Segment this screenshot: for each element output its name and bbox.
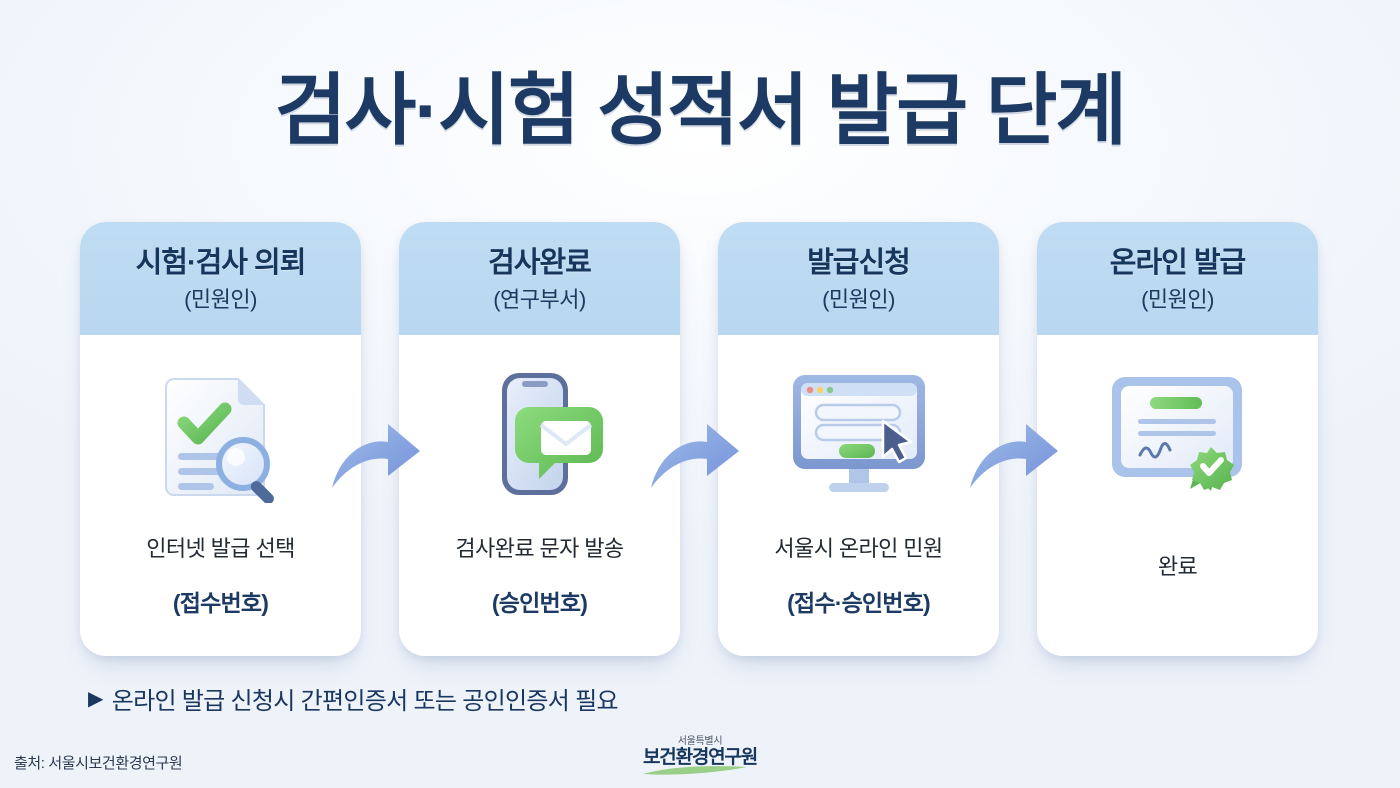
step-card-2-text: 검사완료 문자 발송 (승인번호) [399,531,680,618]
source-credit: 출처: 서울시보건환경연구원 [14,755,183,772]
smartphone-message-icon [399,335,680,531]
step-card-1-line2: (접수번호) [172,590,269,616]
page-title: 검사·시험 성적서 발급 단계 [274,66,1127,154]
step-card-4-line1: 완료 [1157,554,1198,579]
step-card-4-subtitle: (민원인) [1141,286,1214,312]
step-card-2: 검사완료 (연구부서) [399,222,680,656]
step-card-2-line2: (승인번호) [491,590,588,616]
step-card-4: 온라인 발급 (민원인) [1037,222,1318,656]
step-card-4-text: 완료 [1037,531,1318,581]
step-card-2-header: 검사완료 (연구부서) [399,222,680,335]
step-card-4-body: 완료 [1037,335,1318,656]
step-card-1-subtitle: (민원인) [184,286,257,312]
step-card-1: 시험·검사 의뢰 (민원인) [80,222,361,656]
step-card-3-text: 서울시 온라인 민원 (접수·승인번호) [718,531,999,618]
step-card-3-header: 발급신청 (민원인) [718,222,999,335]
step-card-2-line1: 검사완료 문자 발송 [455,536,624,561]
organization-logo: 서울특별시 보건환경연구원 [0,736,1400,775]
step-card-2-body: 검사완료 문자 발송 (승인번호) [399,335,680,656]
document-check-magnifier-icon [80,335,361,531]
logo-swoosh-icon [643,765,748,775]
step-card-3-line2: (접수·승인번호) [787,590,931,616]
monitor-online-form-icon [718,335,999,531]
step-card-1-text: 인터넷 발급 선택 (접수번호) [80,531,361,618]
step-card-2-subtitle: (연구부서) [493,286,586,312]
step-card-4-header: 온라인 발급 (민원인) [1037,222,1318,335]
step-card-1-line1: 인터넷 발급 선택 [146,536,295,561]
logo-top-text: 서울특별시 [677,736,723,747]
logo-main-text: 보건환경연구원 [643,747,758,768]
step-card-3-title: 발급신청 [807,247,911,280]
step-card-2-title: 검사완료 [488,247,592,280]
step-card-3-subtitle: (민원인) [822,286,895,312]
step-card-4-title: 온라인 발급 [1109,247,1246,280]
curved-arrow-right-icon [649,418,741,496]
footnote-text: 온라인 발급 신청시 간편인증서 또는 공인인증서 필요 [111,688,619,715]
curved-arrow-right-icon [968,418,1060,496]
step-card-1-title: 시험·검사 의뢰 [135,247,307,280]
curved-arrow-right-icon [330,418,422,496]
step-card-3-line1: 서울시 온라인 민원 [774,536,943,561]
step-card-3-body: 서울시 온라인 민원 (접수·승인번호) [718,335,999,656]
footnote: ▶ 온라인 발급 신청시 간편인증서 또는 공인인증서 필요 [88,681,619,716]
step-card-1-body: 인터넷 발급 선택 (접수번호) [80,335,361,656]
certificate-seal-icon [1037,335,1318,531]
step-card-3: 발급신청 (민원인) [718,222,999,656]
step-card-1-header: 시험·검사 의뢰 (민원인) [80,222,361,335]
triangle-marker-icon: ▶ [88,687,103,710]
